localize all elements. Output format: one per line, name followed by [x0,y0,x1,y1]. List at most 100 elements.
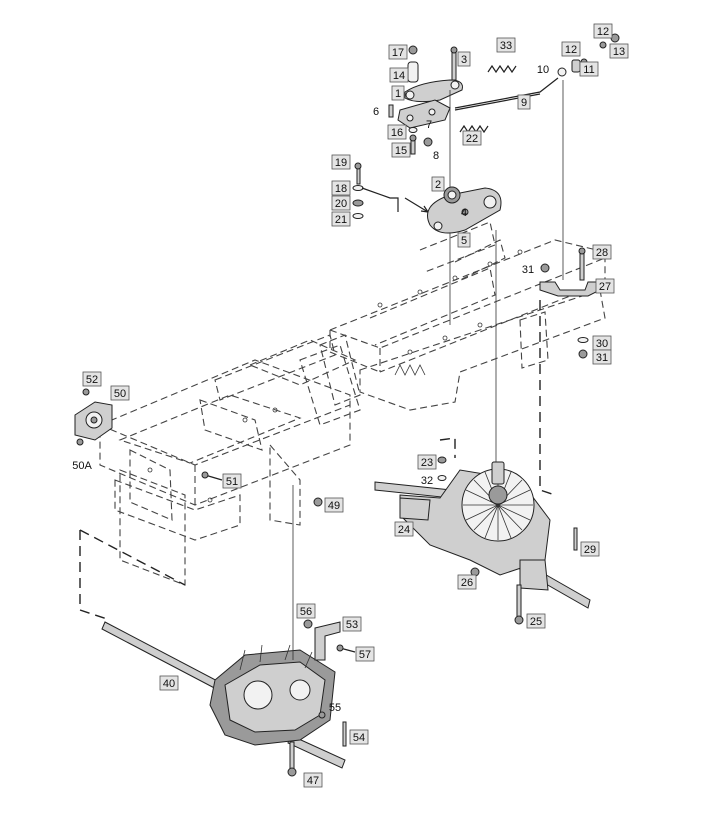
callout-label: 20 [335,198,347,210]
callout-box [331,211,351,227]
callout-box [431,176,445,192]
callout-box [579,61,599,77]
callout-c3: 3 [457,51,471,67]
callout-c47: 47 [303,772,323,788]
callout-box [457,232,471,248]
callout-label: 53 [346,619,358,631]
callout-box [391,142,411,158]
callout-c23: 23 [417,454,437,470]
callout-box [394,521,414,537]
callout-label: 9 [521,97,527,109]
callout-c19: 19 [331,154,351,170]
callout-c6: 6 [373,106,379,118]
callout-label: 5 [461,235,467,247]
callout-c22: 22 [462,130,482,146]
callout-label: 23 [421,457,433,469]
callout-label: 7 [426,119,432,131]
callout-label: 8 [433,150,439,162]
callout-label: 16 [391,127,403,139]
callout-box [592,349,612,365]
callout-label: 50 [114,388,126,400]
callout-box [417,454,437,470]
callout-label: 17 [392,47,404,59]
left-bearing [74,388,323,507]
callout-label: 3 [461,54,467,66]
callout-box [331,195,351,211]
callout-label: 29 [584,544,596,556]
callout-box [580,541,600,557]
callout-box [561,41,581,57]
callout-box [342,616,362,632]
callout-c12b: 12 [593,23,613,39]
callout-c15: 15 [391,142,411,158]
callout-label: 31 [522,264,534,276]
right-transaxle [374,230,591,625]
callout-box [82,371,102,387]
callout-label: 40 [163,678,175,690]
callout-c27: 27 [595,278,615,294]
callout-c8: 8 [433,150,439,162]
callout-c56: 56 [296,603,316,619]
callout-label: 32 [421,475,433,487]
callout-label: 26 [461,577,473,589]
callout-label: 30 [596,338,608,350]
callout-label: 52 [86,374,98,386]
callout-label: 25 [530,616,542,628]
callout-label: 4 [461,207,467,219]
chassis-frame [99,221,606,586]
callout-label: 27 [599,281,611,293]
callout-box [595,278,615,294]
callout-label: 21 [335,214,347,226]
callout-label: 31 [596,352,608,364]
callout-c10: 10 [537,64,549,76]
callout-label: 13 [613,46,625,58]
callout-c57: 57 [355,646,375,662]
callout-c40: 40 [159,675,179,691]
callout-c21: 21 [331,211,351,227]
callout-box [462,130,482,146]
callout-c4: 4 [461,207,467,219]
callout-box [609,43,629,59]
callout-label: 33 [500,40,512,52]
callout-c13: 13 [609,43,629,59]
callout-label: 28 [596,247,608,259]
callout-box [496,37,516,53]
callout-box [593,23,613,39]
callout-c7: 7 [426,119,432,131]
callout-label: 55 [329,702,341,714]
callout-box [517,94,531,110]
callout-label: 15 [395,145,407,157]
callout-c29: 29 [580,541,600,557]
callout-box [324,497,344,513]
callout-c16: 16 [387,124,407,140]
callout-label: 56 [300,606,312,618]
callout-box [526,613,546,629]
callout-c11: 11 [579,61,599,77]
callout-c5: 5 [457,232,471,248]
callout-c17: 17 [388,44,408,60]
callout-c12a: 12 [561,41,581,57]
callout-label: 54 [353,732,365,744]
callout-c50: 50 [110,385,130,401]
callout-box [388,44,408,60]
callout-box [331,154,351,170]
callout-label: 49 [328,500,340,512]
callout-box [331,180,351,196]
callout-c31b: 31 [592,349,612,365]
callout-box [387,124,407,140]
callout-c26: 26 [457,574,477,590]
callout-c32: 32 [421,475,433,487]
callout-c25: 25 [526,613,546,629]
callout-label: 51 [226,476,238,488]
callout-box [457,574,477,590]
callout-box [303,772,323,788]
callout-c2: 2 [431,176,445,192]
callout-label: 50A [72,460,92,472]
callout-label: 6 [373,106,379,118]
callout-box [110,385,130,401]
callout-label: 12 [597,26,609,38]
callout-label: 47 [307,775,319,787]
triangle-bellcrank [352,162,502,234]
